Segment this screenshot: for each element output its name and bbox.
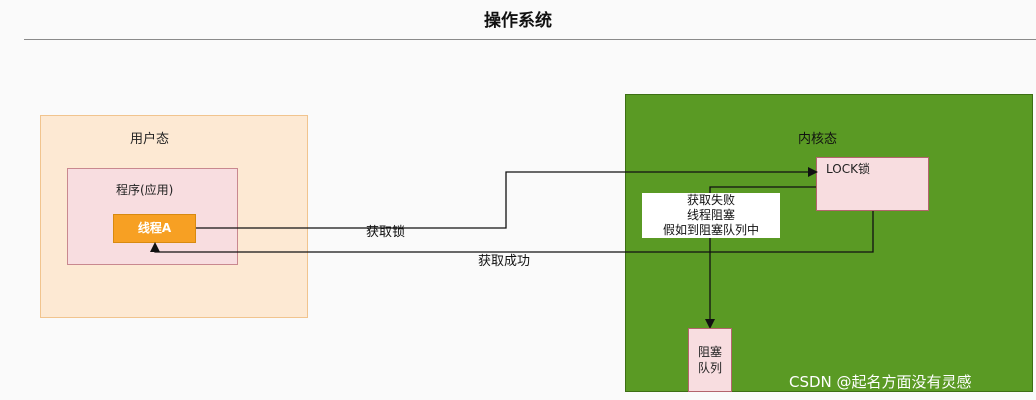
user-mode-label: 用户态 bbox=[130, 132, 170, 147]
acquire-success-label: 获取成功 bbox=[478, 254, 531, 269]
program-label: 程序(应用) bbox=[116, 183, 174, 197]
thread-a-label: 线程A bbox=[137, 221, 172, 235]
fail-note-line: 假如到阻塞队列中 bbox=[662, 223, 759, 237]
blocked-queue-line: 阻塞 bbox=[697, 345, 722, 359]
lock-box bbox=[816, 157, 929, 211]
page-title: 操作系统 bbox=[484, 11, 552, 31]
lock-label: LOCK锁 bbox=[826, 162, 870, 176]
blocked-queue-line: 队列 bbox=[697, 361, 722, 375]
title-divider bbox=[24, 39, 1036, 40]
watermark: CSDN @起名方面没有灵感 bbox=[789, 373, 972, 391]
fail-note-line: 获取失败 bbox=[686, 193, 735, 207]
thread-a-box bbox=[113, 214, 196, 243]
blocked-queue-box bbox=[688, 328, 732, 392]
acquire-lock-arrow bbox=[196, 167, 818, 229]
acquire-success-arrow bbox=[150, 211, 874, 253]
block-arrow bbox=[705, 186, 816, 329]
blocked-queue-label: 阻塞 队列 bbox=[688, 344, 732, 376]
kernel-mode-label: 内核态 bbox=[798, 132, 838, 147]
acquire-lock-label: 获取锁 bbox=[366, 225, 406, 240]
acquire-fail-note: 获取失败 线程阻塞 假如到阻塞队列中 bbox=[642, 193, 780, 238]
fail-note-line: 线程阻塞 bbox=[686, 208, 735, 222]
